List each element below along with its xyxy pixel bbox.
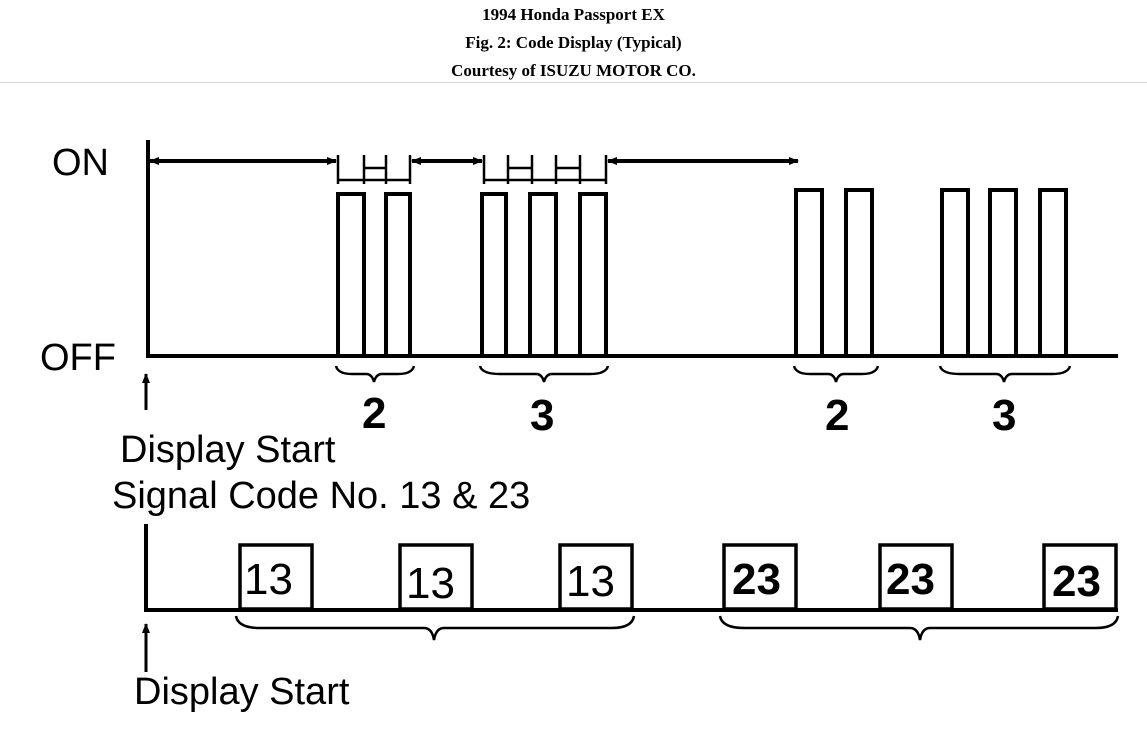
- code-box-4: [722, 543, 798, 611]
- caption-figure: Fig. 2: Code Display (Typical): [465, 33, 682, 52]
- pulse: [1038, 188, 1068, 356]
- display-start-label-2: Display Start: [134, 671, 350, 713]
- caption-header: 1994 Honda Passport EX Fig. 2: Code Disp…: [0, 0, 1147, 83]
- group-label-4: 3: [992, 391, 1016, 440]
- group-label-2: 3: [530, 391, 554, 440]
- pulse: [578, 192, 608, 356]
- code-box-4-label: 23: [732, 555, 781, 604]
- pulse-dimension-marks: [336, 155, 608, 184]
- pulse: [988, 188, 1018, 356]
- pulse-group-braces: [334, 365, 1072, 383]
- pulse: [528, 192, 558, 356]
- code-box-1: [238, 543, 314, 611]
- code-box-2: [398, 543, 474, 611]
- code-box-6-label: 23: [1052, 557, 1101, 606]
- code-group-braces: [234, 615, 1120, 641]
- code-box-3-label: 13: [566, 557, 615, 606]
- signal-code-label: Signal Code No. 13 & 23: [112, 475, 530, 517]
- code-box-2-label: 13: [406, 559, 455, 608]
- on-label: ON: [52, 142, 109, 184]
- pulse: [480, 192, 508, 356]
- caption-courtesy: Courtesy of ISUZU MOTOR CO.: [451, 61, 696, 80]
- code-box-6: [1042, 543, 1118, 611]
- display-start-label-1: Display Start: [120, 429, 336, 471]
- group-label-1: 2: [362, 389, 386, 438]
- code-box-1-label: 13: [244, 555, 293, 604]
- pulse: [844, 188, 874, 356]
- pulse: [336, 192, 366, 356]
- pulse: [794, 188, 824, 356]
- pulse: [384, 192, 412, 356]
- caption-title: 1994 Honda Passport EX: [482, 5, 665, 24]
- off-label: OFF: [40, 337, 116, 379]
- code-box-3: [558, 543, 634, 611]
- pulse-train: [336, 188, 1068, 356]
- code-box-5: [878, 543, 954, 611]
- pulse: [940, 188, 970, 356]
- code-boxes: 13 13 13 23 23 23: [238, 543, 1118, 611]
- group-label-3: 2: [825, 391, 849, 440]
- code-box-5-label: 23: [886, 555, 935, 604]
